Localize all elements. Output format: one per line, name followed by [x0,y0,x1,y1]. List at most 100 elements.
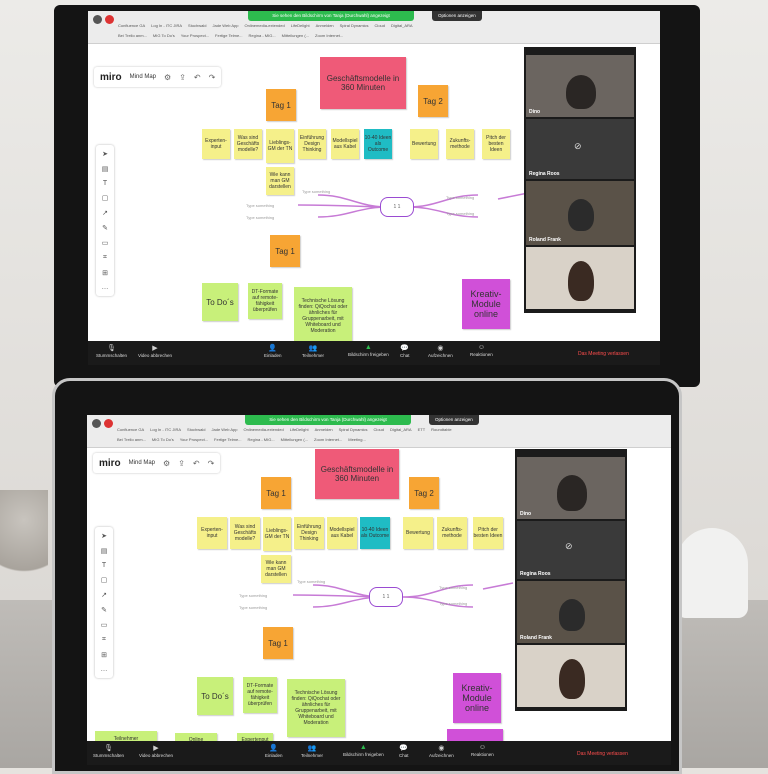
connector-icon[interactable]: ↗ [102,210,108,217]
bookmark[interactable]: Mitteilungen (... [281,33,310,38]
note-ideen[interactable]: 10-40 Ideen als Outcome [364,129,392,159]
note-ideen[interactable]: 10-40 Ideen als Outcome [360,517,390,549]
tag1-lower-note[interactable]: Tag 1 [263,627,293,659]
chat-button[interactable]: 💬Chat [399,745,409,758]
redo-icon[interactable]: ↷ [207,458,215,468]
note-technische[interactable]: Technische Lösung finden: QiQochat oder … [287,679,345,737]
leave-meeting-button[interactable]: Das Meeting verlassen [578,351,629,357]
note-kreativ[interactable]: Kreativ-Module online [453,673,501,723]
zoom-app-icon[interactable] [93,15,102,24]
bookmark[interactable]: Fertige Telme... [214,437,242,442]
mute-button[interactable]: 🎙Stummschalten [93,745,125,758]
note-experten-input[interactable]: Experten-input [202,129,230,159]
bookmark[interactable]: Your Prospect... [179,437,209,442]
bookmark[interactable]: Cloud [373,427,384,432]
more-icon[interactable]: … [101,284,109,291]
participant-tile[interactable]: ⊘ Regina Roos [526,119,634,179]
miro-tab-icon[interactable] [105,15,114,24]
redo-icon[interactable]: ↷ [208,72,216,82]
note-bewertung[interactable]: Bewertung [403,517,433,549]
note-technische[interactable]: Technische Lösung finden: QiQochat oder … [294,287,352,345]
crop-icon[interactable]: ⌗ [103,254,107,261]
text-icon[interactable]: T [102,180,108,187]
participant-tile[interactable]: Dino [517,457,625,519]
miro-logo[interactable]: miro [100,71,122,83]
bookmark[interactable]: Meeting... [348,437,366,442]
note-zukunft[interactable]: Zukunfts-methode [437,517,467,549]
frame-icon[interactable]: ▤ [100,548,108,555]
share-screen-button[interactable]: ▲Bildschirm freigeben [343,744,384,757]
share-icon[interactable]: ⇪ [178,458,185,468]
note-pitch[interactable]: Pitch der besten Ideen [473,517,503,549]
title-note[interactable]: Geschäftsmodelle in 360 Minuten [320,57,406,109]
mindmap-label[interactable]: Type something [446,211,475,216]
pen-icon[interactable]: ✎ [102,225,108,232]
note-modellspiel[interactable]: Modellspiel aus Kabel [331,129,359,159]
participant-tile[interactable] [526,247,634,309]
mindmap-label[interactable]: Type something [439,585,468,590]
title-note[interactable]: Geschäftsmodelle in 360 Minuten [315,449,399,499]
note-wie-kann[interactable]: Wie kann man GM darstellen [266,167,294,195]
mindmap-label[interactable]: Type something [446,195,475,200]
leave-meeting-button[interactable]: Das Meeting verlassen [577,751,628,757]
invite-button[interactable]: 👤Einladen [264,345,282,358]
note-einfuehrung[interactable]: Einführung Design Thinking [298,129,326,159]
note-lieblings[interactable]: Lieblings-GM der TN [263,517,291,551]
bookmark[interactable]: MIG To Do's [152,33,175,38]
crop-icon[interactable]: ⌗ [102,636,106,643]
settings-icon[interactable]: ⚙ [164,72,172,82]
bookmark[interactable]: Digital_ARA [390,427,412,432]
frame-icon[interactable]: ▤ [101,166,109,173]
invite-button[interactable]: 👤Einladen [265,745,283,758]
settings-icon[interactable]: ⚙ [163,458,171,468]
bookmark[interactable]: Confluence GA [117,427,145,432]
bookmark[interactable]: Regina - MIG... [247,437,275,442]
bookmark[interactable]: LifeDelight [290,23,310,28]
note-todos[interactable]: To Do´s [202,283,238,321]
bookmark[interactable]: Zoom Internet... [314,437,343,442]
participant-tile[interactable]: ⊘ Regina Roos [517,521,625,579]
bookmark[interactable]: Anmelden [314,427,333,432]
bookmark[interactable]: Bei Trello anm... [117,437,146,442]
share-banner[interactable]: Sie sehen den Bildschirm von Tanja (Durc… [248,11,414,21]
mindmap-label[interactable]: Type something [297,579,326,584]
tag2-note[interactable]: Tag 2 [409,477,439,509]
note-pitch[interactable]: Pitch der besten Ideen [482,129,510,159]
note-experten-input[interactable]: Experten-input [197,517,227,549]
mindmap-label[interactable]: Type something [246,215,275,220]
connector-icon[interactable]: ↗ [101,592,107,599]
note-einfuehrung[interactable]: Einführung Design Thinking [294,517,324,549]
participant-tile[interactable]: Dino [526,55,634,117]
note-zukunft[interactable]: Zukunfts-methode [446,129,474,159]
participants-button[interactable]: 👥Teilnehmer [301,745,324,758]
board-name[interactable]: Mind Map [128,460,156,466]
note-kreativ[interactable]: Kreativ-Module online [462,279,510,329]
participants-button[interactable]: 👥Teilnehmer [302,345,325,358]
cursor-icon[interactable]: ➤ [102,151,108,158]
note-dt-formate[interactable]: DT-Formate auf remote-fähigkeit überprüf… [243,677,277,713]
board-name[interactable]: Mind Map [129,74,157,80]
bookmark[interactable]: Confluence GA [118,23,146,28]
more-icon[interactable]: … [100,666,108,673]
cursor-icon[interactable]: ➤ [101,533,107,540]
reactions-button[interactable]: ☺Reaktionen [471,744,494,757]
share-screen-button[interactable]: ▲Bildschirm freigeben [348,344,389,357]
participant-tile[interactable]: Roland Frank [517,581,625,643]
mindmap-label[interactable]: Type something [302,189,331,194]
bookmark[interactable]: Fertige Telme... [215,33,243,38]
pen-icon[interactable]: ✎ [101,607,107,614]
bookmark[interactable]: Log In - ITC JIRA [150,427,182,432]
plus-box-icon[interactable]: ⊞ [102,270,108,277]
note-was-sind[interactable]: Was sind Geschäfts modelle? [234,129,262,159]
chat-button[interactable]: 💬Chat [400,345,410,358]
mindmap-label[interactable]: Type something [439,601,468,606]
bookmark[interactable]: Roundtable [431,427,452,432]
tag2-note[interactable]: Tag 2 [418,85,448,117]
note-dt-formate[interactable]: DT-Formate auf remote-fähigkeit überprüf… [248,283,282,319]
undo-icon[interactable]: ↶ [192,458,200,468]
tag1-note[interactable]: Tag 1 [261,477,291,509]
note-lieblings[interactable]: Lieblings-GM der TN [266,129,294,163]
text-icon[interactable]: T [101,562,107,569]
bookmark[interactable]: Your Prospect... [180,33,210,38]
comment-icon[interactable]: ▭ [100,622,108,629]
